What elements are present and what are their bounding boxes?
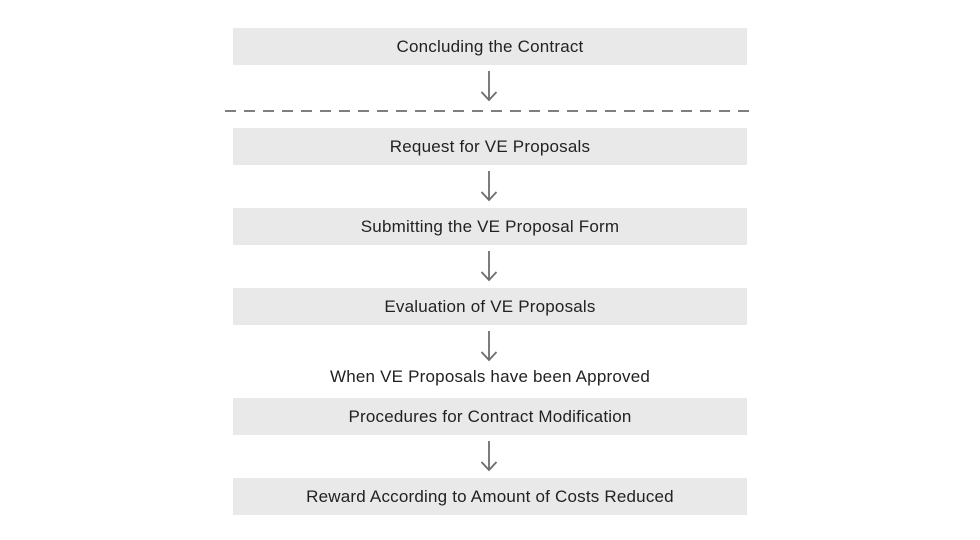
down-arrow-icon [480,251,498,282]
step-reward: Reward According to Amount of Costs Redu… [233,478,747,515]
step-label: Evaluation of VE Proposals [384,296,596,316]
step-label: Procedures for Contract Modification [348,406,632,426]
step-contract-modification: Procedures for Contract Modification [233,398,747,435]
down-arrow-icon [480,441,498,472]
step-label: Submitting the VE Proposal Form [360,216,620,236]
dashed-divider [225,110,756,112]
step-request-proposals: Request for VE Proposals [233,128,747,165]
step-label: Concluding the Contract [396,36,584,56]
step-evaluation: Evaluation of VE Proposals [233,288,747,325]
step-label: Request for VE Proposals [389,136,591,156]
step-concluding-contract: Concluding the Contract [233,28,747,65]
approval-condition-label: When VE Proposals have been Approved [329,367,650,386]
step-label: Reward According to Amount of Costs Redu… [306,486,674,506]
down-arrow-icon [480,71,498,102]
down-arrow-icon [480,331,498,362]
down-arrow-icon [480,171,498,202]
step-submit-form: Submitting the VE Proposal Form [233,208,747,245]
